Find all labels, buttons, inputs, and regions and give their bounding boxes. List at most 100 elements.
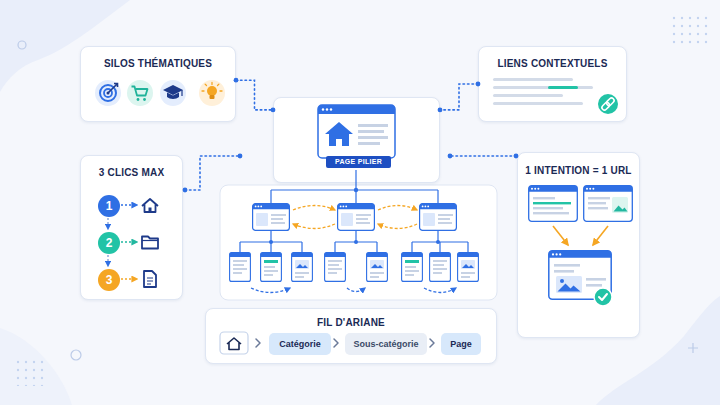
pillar-page-window bbox=[325, 122, 353, 146]
breadcrumb-home bbox=[227, 338, 241, 350]
pillar-page-window bbox=[318, 105, 395, 158]
cart-icon bbox=[143, 98, 146, 101]
pillar-page-window bbox=[358, 136, 388, 139]
connector-dot bbox=[271, 108, 276, 113]
text-lines bbox=[493, 78, 593, 105]
subpage bbox=[367, 253, 388, 282]
cross-link-arrow bbox=[293, 224, 335, 229]
breadcrumb-item: Page bbox=[441, 333, 481, 355]
pillar-page-window bbox=[358, 124, 388, 127]
subpage bbox=[458, 253, 479, 282]
lightbulb-icon bbox=[199, 80, 225, 106]
page-window bbox=[529, 186, 578, 222]
click-path-arrow bbox=[107, 218, 108, 229]
link-icon bbox=[601, 102, 611, 112]
cross-link-arrow bbox=[251, 206, 456, 293]
graduation-cap-icon bbox=[167, 93, 179, 99]
panel-title: FIL D'ARIANE bbox=[206, 317, 496, 329]
merge-arrow bbox=[553, 226, 608, 245]
leader-line bbox=[183, 154, 519, 193]
graduation-cap-icon bbox=[181, 90, 182, 96]
deco-ring bbox=[18, 41, 26, 49]
deco-ring bbox=[71, 350, 81, 360]
step-circle: 1 bbox=[98, 195, 120, 217]
feature-panel: 3 CLICS MAX123 bbox=[80, 155, 183, 300]
tree-junction bbox=[354, 240, 358, 244]
subpage bbox=[325, 253, 346, 282]
cross-link-arrow bbox=[251, 288, 290, 293]
pillar-panel: PAGE PILIER bbox=[273, 97, 440, 183]
leader-line bbox=[514, 154, 519, 159]
tree-junction bbox=[269, 188, 440, 244]
dot-grid bbox=[16, 356, 48, 386]
pillar-page-window bbox=[318, 105, 395, 114]
breadcrumb-item: Sous-catégorie bbox=[345, 333, 427, 355]
cross-link-arrow bbox=[293, 206, 335, 211]
subpage bbox=[230, 253, 251, 282]
feature-panel: LIENS CONTEXTUELS bbox=[478, 46, 627, 122]
breadcrumb-chevron bbox=[430, 339, 434, 347]
home-icon bbox=[149, 208, 152, 213]
dotted-connector bbox=[236, 80, 273, 110]
pillar-page-window bbox=[322, 108, 324, 110]
category-page bbox=[338, 204, 375, 231]
text-lines bbox=[493, 102, 583, 105]
graduation-cap-icon bbox=[160, 80, 186, 106]
tree-panel bbox=[220, 185, 497, 300]
panel-title: LIENS CONTEXTUELS bbox=[479, 58, 626, 70]
subpage bbox=[402, 253, 423, 282]
target-icon bbox=[95, 80, 121, 106]
breadcrumb-text: Sous-catégorie bbox=[353, 339, 418, 350]
category-page bbox=[253, 204, 457, 231]
tree-junction bbox=[436, 240, 440, 244]
click-path-arrow bbox=[107, 255, 108, 266]
text-lines bbox=[493, 94, 563, 97]
click-path-arrow bbox=[121, 204, 137, 205]
pillar-page-window bbox=[358, 130, 384, 133]
page-window bbox=[529, 186, 633, 300]
dotted-connector bbox=[440, 84, 478, 110]
lightbulb-icon bbox=[199, 80, 225, 106]
breadcrumb-text: Page bbox=[450, 339, 472, 350]
target-icon bbox=[104, 89, 112, 97]
link-icon bbox=[601, 97, 615, 111]
link-icon bbox=[606, 97, 616, 107]
link-icon bbox=[598, 94, 618, 114]
page-window bbox=[549, 251, 611, 299]
category-page bbox=[253, 204, 290, 231]
leader-line bbox=[448, 154, 453, 159]
click-path-arrow bbox=[121, 278, 137, 279]
text-lines bbox=[548, 86, 578, 89]
subpage bbox=[261, 253, 282, 282]
cross-link-arrow bbox=[378, 206, 417, 211]
merge-arrow bbox=[553, 226, 568, 245]
document-icon bbox=[147, 278, 153, 284]
document-icon bbox=[144, 271, 156, 287]
pillar-page-window bbox=[358, 142, 380, 145]
folder-icon bbox=[142, 237, 158, 249]
pillar-page-window bbox=[330, 108, 332, 110]
step-number: 1 bbox=[106, 200, 113, 212]
feature-panel: 1 INTENTION = 1 URL bbox=[517, 152, 640, 338]
pillar-page-window bbox=[336, 139, 342, 146]
merge-arrow bbox=[593, 226, 608, 245]
click-path-arrow bbox=[108, 205, 137, 279]
tree-line bbox=[240, 170, 468, 252]
category-page bbox=[420, 204, 457, 231]
connector-dot bbox=[438, 108, 443, 113]
feature-panel: SILOS THÉMATIQUES bbox=[80, 46, 236, 122]
breadcrumb-home bbox=[220, 332, 248, 354]
breadcrumb-chevron bbox=[334, 339, 338, 347]
cart-icon bbox=[132, 87, 148, 96]
tree-junction bbox=[354, 188, 358, 192]
tree-junction bbox=[269, 240, 273, 244]
cart-icon bbox=[127, 80, 153, 106]
check-icon bbox=[599, 294, 607, 300]
background-blob bbox=[0, 328, 72, 405]
panel-title: 3 CLICS MAX bbox=[81, 167, 182, 179]
panel-title: 1 INTENTION = 1 URL bbox=[518, 165, 639, 177]
panel-title: SILOS THÉMATIQUES bbox=[81, 58, 235, 70]
breadcrumb-home bbox=[220, 332, 248, 354]
